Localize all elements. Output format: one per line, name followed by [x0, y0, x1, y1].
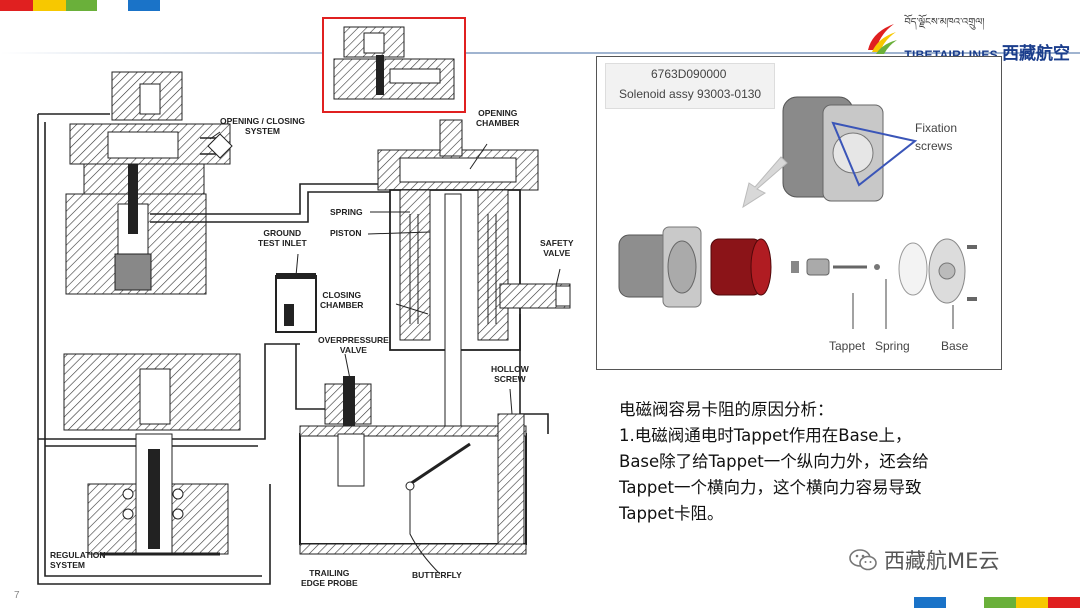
bar-bottom-yellow [1016, 597, 1048, 608]
analysis-notes: 电磁阀容易卡阻的原因分析： 1.电磁阀通电时Tappet作用在Base上， Ba… [619, 397, 1039, 527]
duct [299, 413, 527, 575]
label-fixation-screws: Fixation screws [915, 121, 958, 153]
notes-line-3: Base除了给Tappet一个纵向力外，还会给 [619, 452, 929, 471]
opening-closing-block [65, 71, 390, 295]
label-base: Base [941, 339, 969, 353]
actuator-body [377, 119, 571, 445]
part-number: 6763D090000 [651, 67, 727, 81]
label-opening-closing: OPENING / CLOSING SYSTEM [220, 116, 306, 136]
bar-green [66, 0, 97, 11]
regulation-block [63, 353, 241, 556]
label-butterfly: BUTTERFLY [412, 570, 462, 580]
solenoid-illustration [618, 96, 977, 329]
bar-yellow [33, 0, 66, 11]
label-spring-photo: Spring [875, 339, 910, 353]
label-closing-chamber: CLOSING CHAMBER [320, 290, 364, 310]
label-hollow-screw: HOLLOW SCREW [491, 364, 529, 384]
part-tag [605, 63, 775, 109]
label-overpressure-valve: OVERPRESSURE VALVE [318, 335, 389, 355]
label-piston: PISTON [330, 228, 362, 238]
bar-blue [128, 0, 160, 11]
bar-bottom-red [1048, 597, 1080, 608]
label-regulation-system: REGULATION SYSTEM [50, 550, 106, 570]
label-tappet: Tappet [829, 339, 866, 353]
label-spring: SPRING [330, 207, 363, 217]
header-divider [0, 52, 1080, 54]
bar-bottom-blue [914, 597, 946, 608]
bar-red [0, 0, 33, 11]
label-trailing-edge-probe: TRAILING EDGE PROBE [301, 568, 358, 588]
notes-line-2: 1.电磁阀通电时Tappet作用在Base上， [619, 426, 912, 445]
valve-schematic [37, 71, 571, 585]
ground-test-inlet [275, 273, 330, 410]
notes-line-1: 电磁阀容易卡阻的原因分析： [619, 400, 834, 419]
part-name: Solenoid assy 93003-0130 [619, 87, 762, 101]
wechat-icon [849, 549, 877, 571]
logo-tibetan: བོད་ལྗོངས་མཁའ་འགྲུལ། [904, 17, 985, 28]
notes-line-5: Tappet卡阻。 [619, 504, 724, 523]
bar-bottom-green [984, 597, 1016, 608]
label-safety-valve: SAFETY VALVE [540, 238, 574, 258]
notes-line-4: Tappet一个横向力，这个横向力容易导致 [619, 478, 922, 497]
zoom-inset [322, 17, 466, 113]
label-ground-test-inlet: GROUND TEST INLET [258, 228, 307, 248]
label-opening-chamber: OPENING CHAMBER [476, 108, 520, 128]
solenoid-photo: 6763D090000 Solenoid assy 93003-0130 Fix… [596, 56, 1002, 370]
inset-detail [333, 26, 455, 100]
watermark-text: 西藏航ME云 [884, 549, 1000, 573]
page-number: 7 [14, 590, 20, 601]
logo-chinese: 西藏航空 [1002, 44, 1070, 64]
logo-icon [868, 23, 898, 54]
watermark: 西藏航ME云 [848, 545, 999, 575]
